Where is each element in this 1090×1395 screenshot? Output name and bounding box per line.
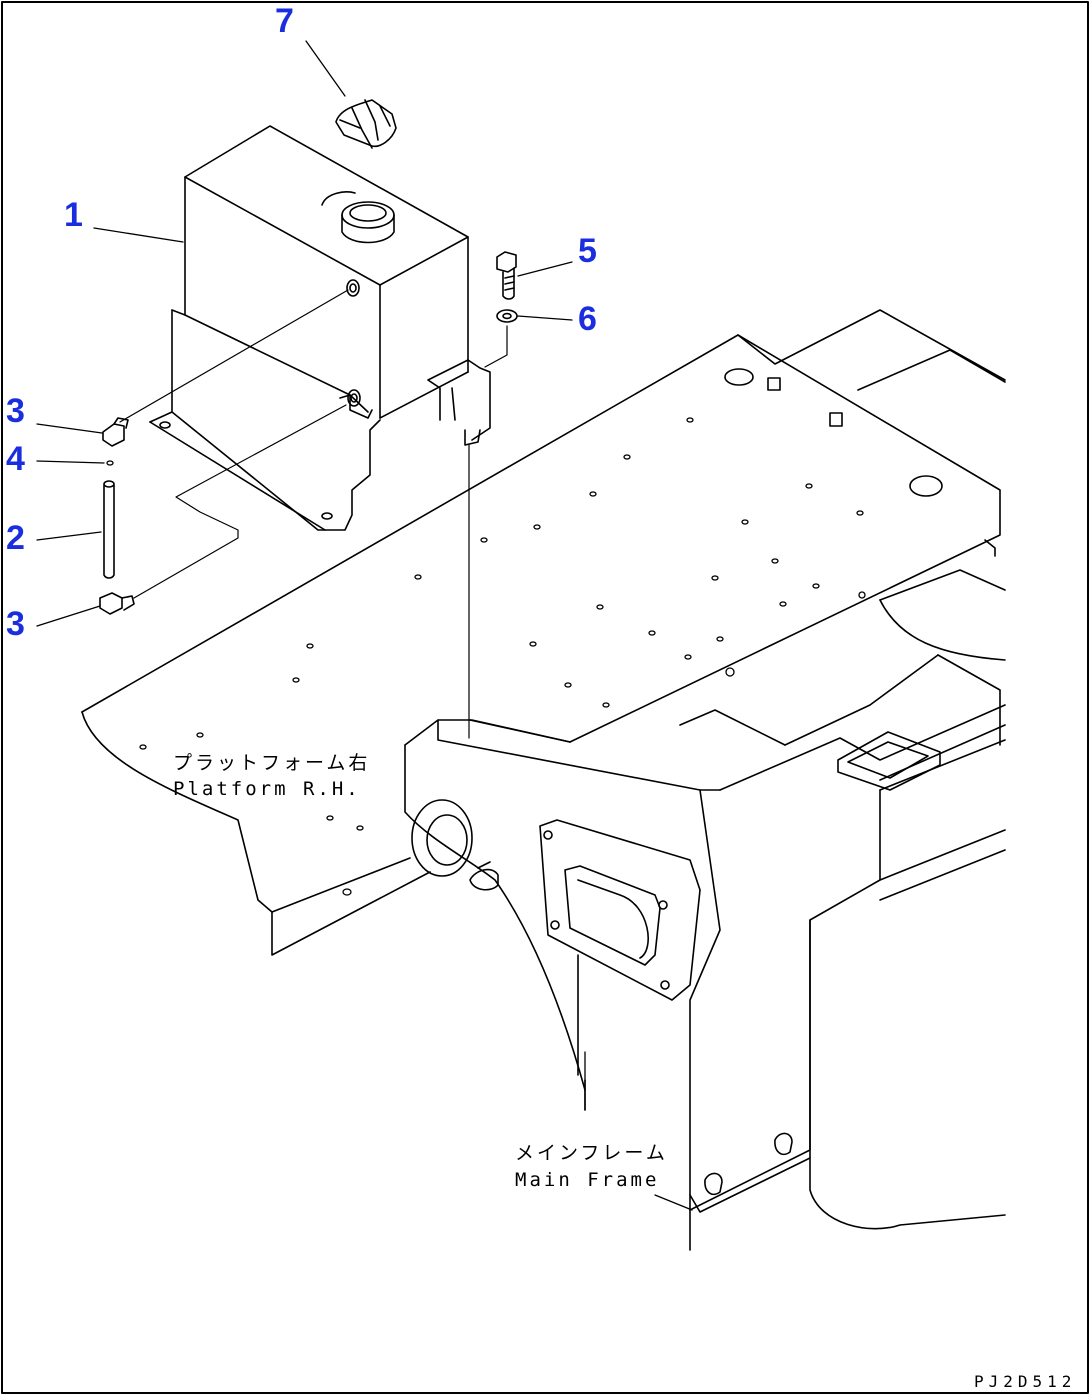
- cap: [335, 99, 397, 149]
- tank: [149, 125, 491, 531]
- drawing-code: PJ2D512: [974, 1372, 1077, 1391]
- frame-label-jp: メインフレーム: [515, 1142, 668, 1164]
- callout-3-upper: 3: [6, 392, 25, 430]
- frame-label-en: Main Frame: [515, 1169, 660, 1191]
- callout-4: 4: [6, 440, 25, 478]
- bolt-guide-line: [484, 325, 508, 368]
- fitting-guide-upper: [119, 289, 349, 423]
- main-frame: [404, 569, 1006, 1251]
- bolt: [496, 251, 517, 300]
- fitting-guide-lower: [133, 404, 347, 599]
- callout-2: 2: [6, 519, 25, 557]
- fitting-upper: [102, 417, 129, 447]
- fitting-lower: [99, 592, 135, 615]
- platform-label-jp: プラットフォーム右: [173, 752, 371, 774]
- platform-holes: [139, 417, 866, 896]
- platform-rh: [81, 309, 1006, 956]
- callout-5: 5: [578, 232, 597, 270]
- callout-3-lower: 3: [6, 605, 25, 643]
- leader-lines: [36, 40, 693, 1211]
- seal-ring: [106, 460, 114, 466]
- callout-7: 7: [275, 2, 294, 40]
- tube: [103, 480, 115, 579]
- callout-6: 6: [578, 300, 597, 338]
- platform-label-en: Platform R.H.: [173, 778, 361, 800]
- washer: [496, 309, 518, 323]
- callout-1: 1: [64, 196, 83, 234]
